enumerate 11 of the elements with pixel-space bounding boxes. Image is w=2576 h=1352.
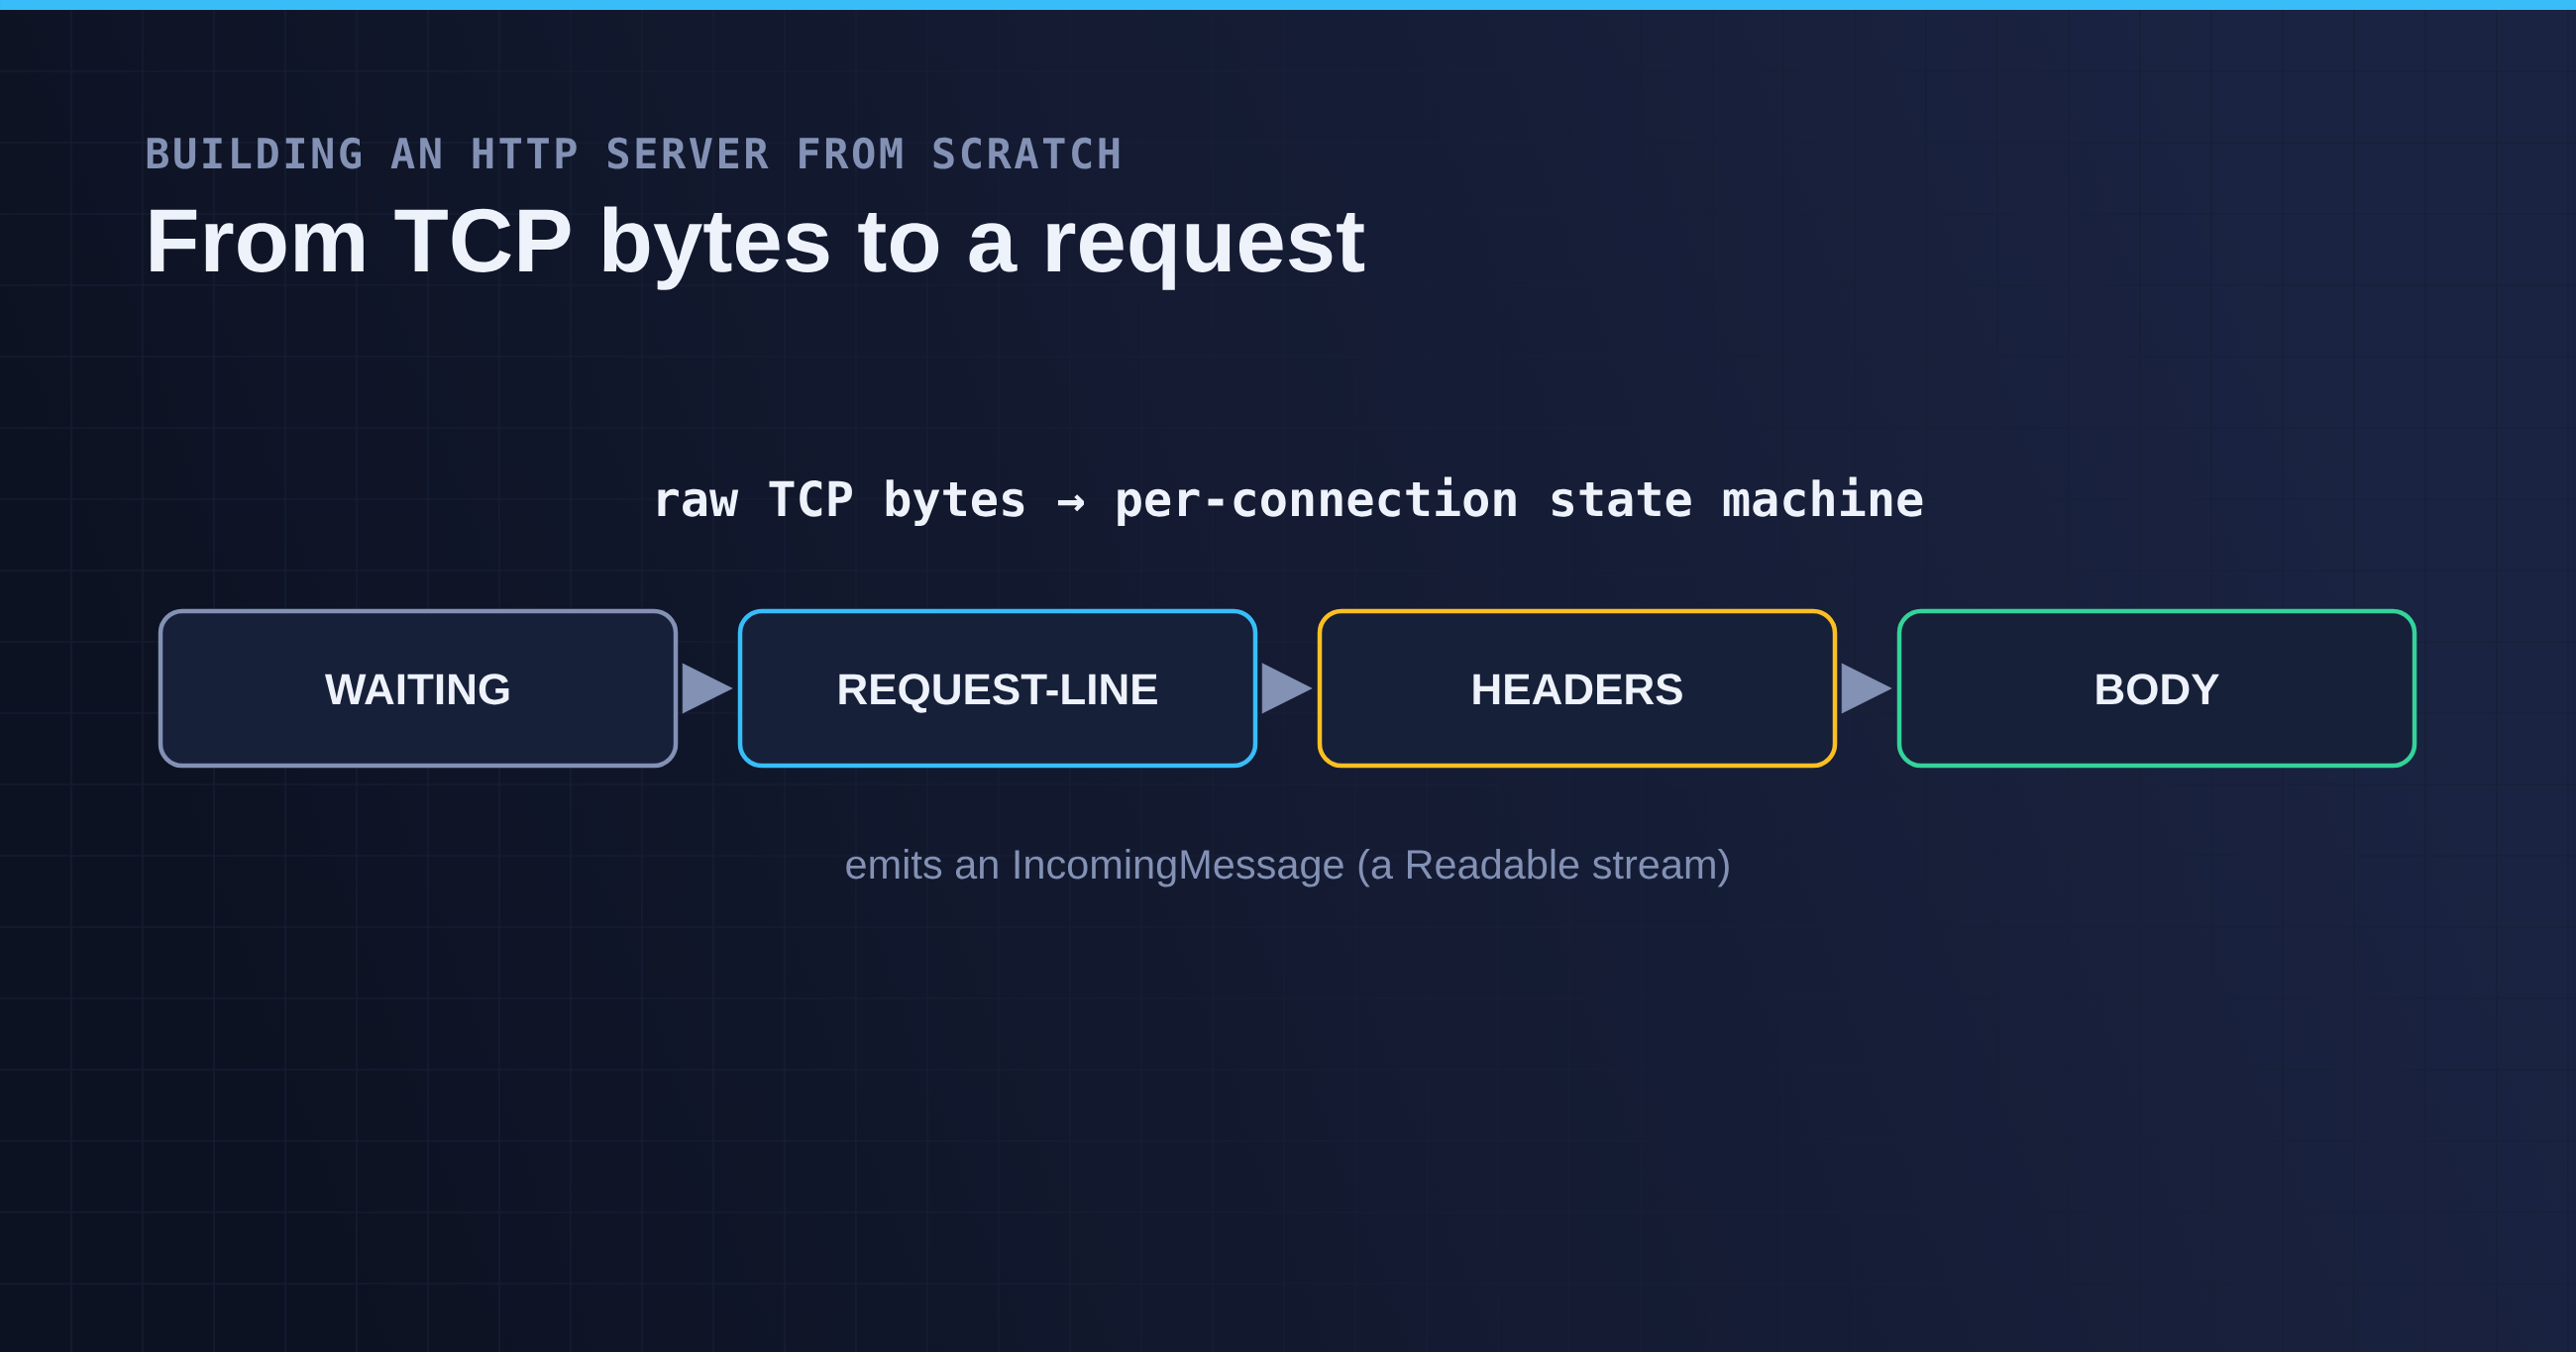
heading: raw TCP bytes → per-connection state machine (658, 476, 1923, 527)
arrow (1841, 663, 1892, 714)
subtitle: BUILDING AN HTTP SERVER FROM SCRATCH (147, 137, 1120, 169)
arrow (682, 663, 733, 714)
arrow (1261, 663, 1313, 714)
caption: emits an IncomingMessage (a Readable stream) (846, 848, 1729, 887)
title: From TCP bytes to a request (151, 206, 1365, 290)
state-box: WAITING (158, 608, 679, 769)
state-box: HEADERS (1317, 608, 1838, 769)
state-box: REQUEST-LINE (737, 608, 1258, 769)
state-box: BODY (1896, 608, 2417, 769)
